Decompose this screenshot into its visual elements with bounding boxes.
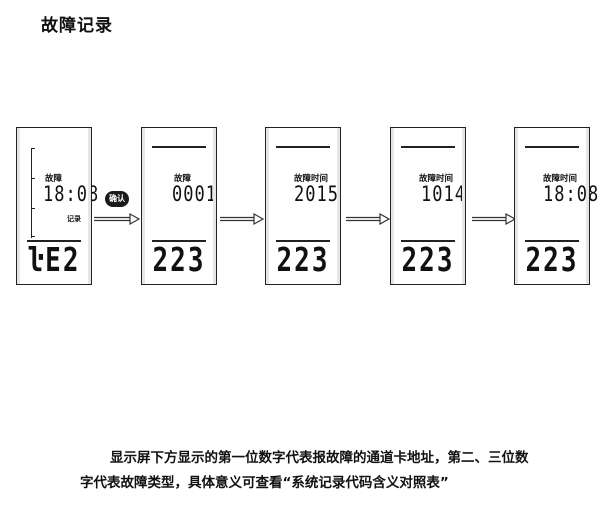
- page-title: 故障记录: [41, 16, 113, 36]
- panel-label: 故障时间: [294, 174, 329, 184]
- separator-line: [525, 240, 579, 242]
- description-line-2: 字代表故障类型，具体意义可查看“系统记录代码含义对照表”: [80, 475, 449, 491]
- separator-line: [152, 240, 206, 242]
- separator-line: [401, 146, 455, 148]
- scale-tick: [31, 148, 35, 150]
- scale-tick: [31, 208, 35, 210]
- panel-value: 1014: [421, 182, 466, 207]
- panel-bottom-value: 223: [152, 242, 206, 280]
- panel-value: 18:08: [43, 182, 100, 207]
- arrow-icon: [94, 213, 140, 225]
- panel-bottom-value: 223: [276, 242, 330, 280]
- panel-value: 0001: [172, 182, 217, 207]
- separator-line: [27, 240, 81, 242]
- panel-value: 2015: [294, 182, 339, 207]
- panel-label: 故障时间: [419, 174, 454, 184]
- arrow-icon: [220, 213, 265, 225]
- display-panel-1: 故障 18:08 记录 ŀE2: [16, 127, 98, 285]
- scale-tick: [31, 178, 35, 180]
- separator-line: [276, 146, 330, 148]
- separator-line: [152, 146, 206, 148]
- record-label: 记录: [67, 215, 81, 223]
- separator-line: [276, 240, 330, 242]
- arrow-icon: [472, 213, 517, 225]
- panel-bottom-value: 223: [401, 242, 455, 280]
- confirm-badge: 确认: [105, 191, 129, 207]
- description-line-1: 显示屏下方显示的第一位数字代表报故障的通道卡地址，第二、三位数: [110, 450, 529, 466]
- separator-line: [525, 146, 579, 148]
- scale-bar: [31, 148, 33, 238]
- panel-label: 故障时间: [543, 174, 578, 184]
- panel-value: 18:08: [543, 182, 600, 207]
- display-panel-5: 故障时间 18:08 223: [514, 127, 598, 285]
- arrow-icon: [346, 213, 391, 225]
- panel-label: 故障: [174, 174, 192, 184]
- display-panel-2: 故障 0001 223: [141, 127, 217, 285]
- display-panel-4: 故障时间 1014 223: [390, 127, 466, 285]
- panel-label: 故障: [45, 174, 63, 184]
- display-panel-3: 故障时间 2015 223: [265, 127, 341, 285]
- panel-bottom-value: ŀE2: [27, 242, 81, 280]
- separator-line: [401, 240, 455, 242]
- scale-tick: [31, 236, 35, 238]
- panel-bottom-value: 223: [525, 242, 579, 280]
